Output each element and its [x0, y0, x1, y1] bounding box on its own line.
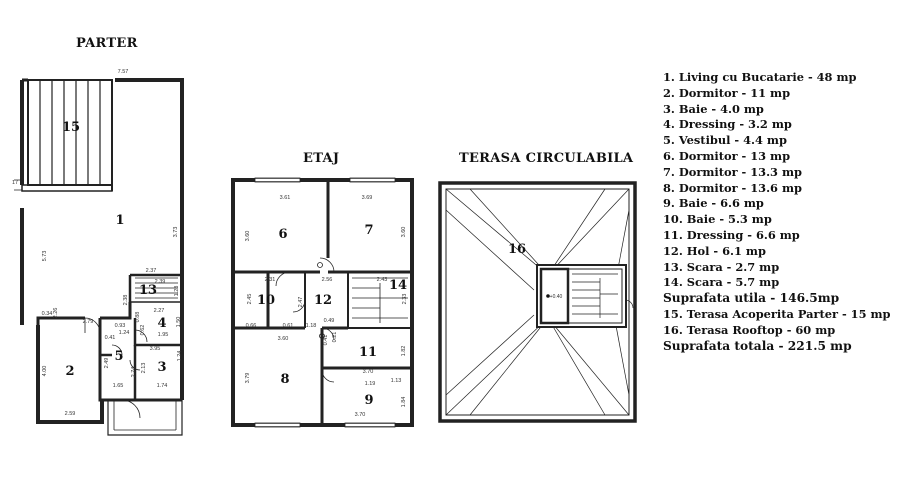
legend-usable-area: Suprafata utila - 146.5mp — [663, 291, 840, 306]
legend-item: 10. Baie - 5.3 mp — [663, 212, 772, 227]
dim-label: 0.61 — [283, 323, 294, 329]
dim-label: 2.26 — [53, 308, 59, 319]
roof-slope-lines — [445, 188, 630, 416]
dim-label: 3.61 — [280, 195, 291, 201]
dim-label: 1.28 — [174, 286, 180, 297]
dim-label: 1.74 — [157, 383, 168, 389]
dim-label: 4.00 — [42, 366, 48, 377]
dim-label: 2.37 — [146, 268, 157, 274]
legend-item: 7. Dormitor - 13.3 mp — [663, 164, 802, 179]
dim-label: 2.39 — [155, 279, 166, 285]
dim-label: 3.95 — [150, 346, 161, 352]
dim-label: 3.73 — [173, 227, 179, 238]
dim-label: 0.88 — [135, 312, 141, 323]
dim-label: 2.49 — [104, 358, 110, 369]
parter-plan — [14, 78, 184, 436]
dim-label: 7.57 — [118, 69, 129, 75]
dim-label: 2.45 — [247, 294, 253, 305]
dim-label: 3.60 — [245, 231, 251, 242]
level-label: +0.40 — [550, 294, 563, 300]
dim-label: 0.66 — [246, 323, 257, 329]
dim-label: 2.79 — [83, 319, 94, 325]
dim-label: 17 — [12, 180, 18, 186]
legend-item: 14. Scara - 5.7 mp — [663, 275, 780, 290]
dim-label: 1.24 — [119, 330, 130, 336]
dim-label: 1.19 — [365, 381, 376, 387]
dim-label: 2.56 — [322, 277, 333, 283]
dim-label: 1.65 — [113, 383, 124, 389]
dim-label: 0.62 — [140, 325, 146, 336]
room-11-number: 11 — [359, 345, 377, 360]
dim-label: 3.60 — [278, 336, 289, 342]
room-13-number: 13 — [139, 283, 157, 298]
legend-total-area: Suprafata totala - 221.5 mp — [663, 338, 852, 353]
terasa-plan — [438, 181, 637, 423]
parter-title: PARTER — [76, 36, 138, 51]
dim-label: 0.41 — [105, 335, 116, 341]
dim-label: 2.13 — [141, 363, 147, 374]
dim-label: 1.18 — [306, 323, 317, 329]
terasa-title: TERASA CIRCULABILA — [459, 151, 634, 166]
dim-label: 1.24 — [177, 351, 183, 362]
dim-label: 3.70 — [363, 369, 374, 375]
dim-label: 2.47 — [298, 297, 304, 308]
legend-item: 3. Baie - 4.0 mp — [663, 101, 764, 116]
room-10-number: 10 — [257, 293, 275, 308]
dim-label: 0.34 — [42, 311, 53, 317]
room-8-number: 8 — [280, 372, 289, 387]
dim-label: 3.69 — [362, 195, 373, 201]
dim-label: 3.79 — [245, 373, 251, 384]
room-15-number: 15 — [62, 120, 80, 135]
room-2-number: 2 — [65, 364, 74, 379]
room-1-number: 1 — [115, 213, 124, 228]
legend-item: 13. Scara - 2.7 mp — [663, 259, 780, 274]
legend-item: 6. Dormitor - 13 mp — [663, 148, 791, 163]
room-5-number: 5 — [114, 349, 123, 364]
dim-label: 3.60 — [401, 227, 407, 238]
terrace-15-slats — [39, 80, 101, 185]
dim-label: 1.95 — [158, 332, 169, 338]
room-legend: 1. Living cu Bucatarie - 48 mp 2. Dormit… — [663, 70, 891, 354]
room-16-number: 16 — [508, 242, 526, 257]
dim-label: 2.74 — [131, 367, 137, 378]
legend-item: 8. Dormitor - 13.6 mp — [663, 180, 802, 195]
legend-item: 2. Dormitor - 11 mp — [663, 85, 791, 100]
room-12-number: 12 — [314, 293, 332, 308]
room-3-number: 3 — [157, 360, 166, 375]
legend-item: 15. Terasa Acoperita Parter - 15 mp — [663, 306, 891, 321]
etaj-plan — [231, 177, 414, 428]
dim-label: 2.38 — [123, 295, 129, 306]
dim-label: 0.41 — [323, 335, 329, 346]
legend-item: 1. Living cu Bucatarie - 48 mp — [663, 70, 857, 84]
dim-label: 2.27 — [154, 308, 165, 314]
dim-label: 1.13 — [391, 378, 402, 384]
stairs-14 — [352, 277, 408, 323]
legend-item: 9. Baie - 6.6 mp — [663, 196, 764, 211]
dim-label: 0.21 — [332, 332, 338, 343]
room-6-number: 6 — [278, 227, 287, 242]
etaj-title: ETAJ — [303, 151, 340, 166]
legend-item: 11. Dressing - 6.6 mp — [663, 227, 800, 242]
legend-item: 5. Vestibul - 4.4 mp — [663, 133, 787, 148]
dim-label: 1.84 — [401, 397, 407, 408]
dim-label: 1.50 — [176, 317, 182, 328]
dim-label: 2.43 — [377, 277, 388, 283]
room-4-number: 4 — [157, 316, 166, 331]
legend-item: 12. Hol - 6.1 mp — [663, 243, 766, 258]
dim-label: 3.70 — [355, 412, 366, 418]
dim-label: 0.93 — [115, 323, 126, 329]
dim-label: 2.33 — [402, 294, 408, 305]
dim-label: 2.59 — [65, 411, 76, 417]
legend-item: 16. Terasa Rooftop - 60 mp — [663, 322, 836, 337]
dim-label: 2.31 — [265, 277, 276, 283]
legend-item: 4. Dressing - 3.2 mp — [663, 117, 792, 132]
dim-label: 1.82 — [401, 346, 407, 357]
stairs-13 — [135, 277, 178, 299]
room-7-number: 7 — [364, 223, 373, 238]
dim-label: 5.73 — [42, 251, 48, 262]
room-14-number: 14 — [389, 278, 407, 293]
dim-label: 0.49 — [324, 318, 335, 324]
room-9-number: 9 — [364, 393, 373, 408]
